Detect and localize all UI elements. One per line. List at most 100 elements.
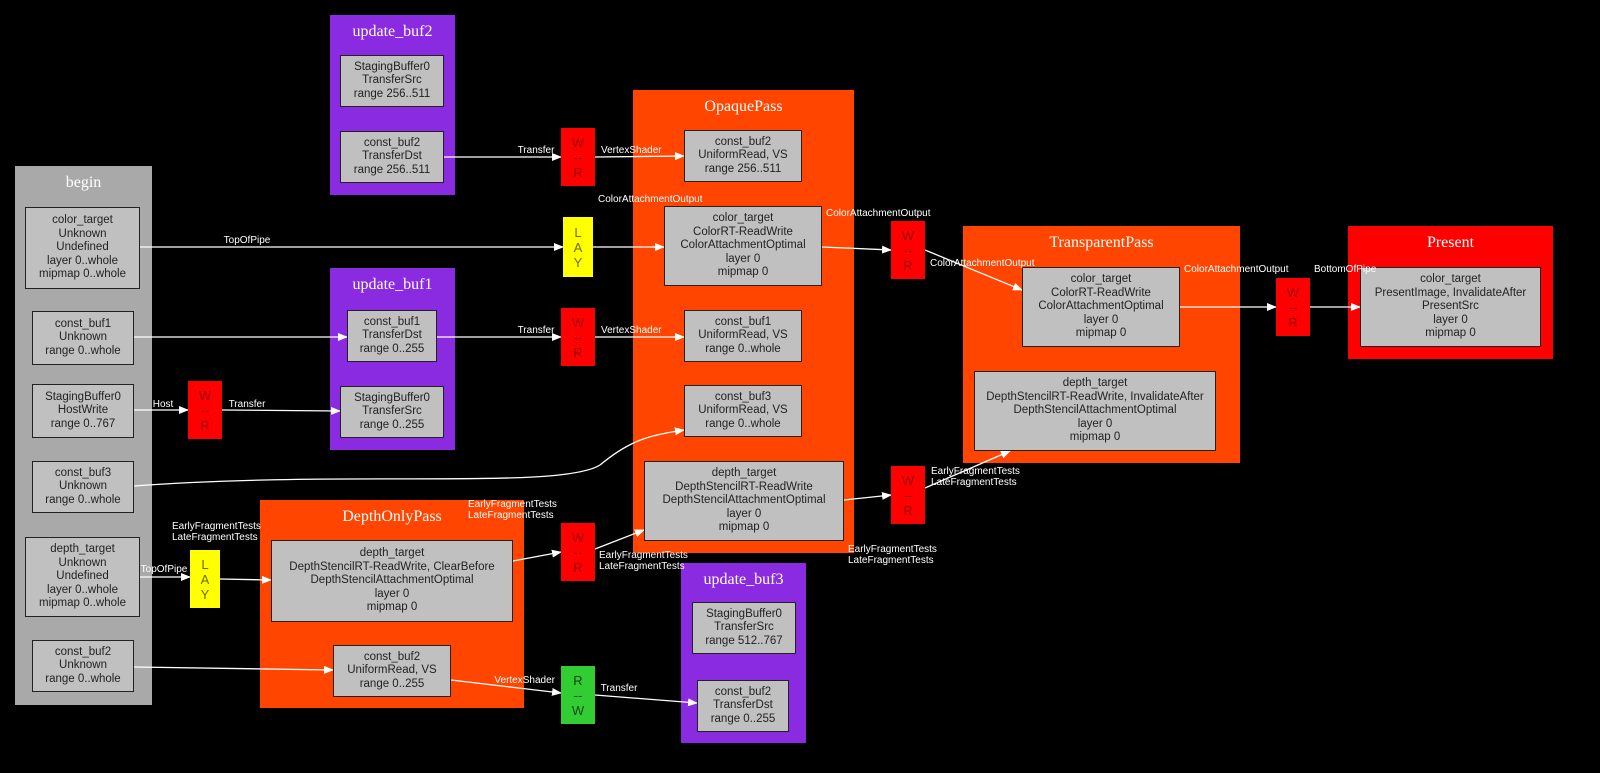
resource-detail: mipmap 0..whole	[39, 597, 126, 610]
barrier-write-read[interactable]: W--R	[561, 128, 595, 186]
resource-name: const_buf3	[54, 466, 112, 479]
barrier-glyph: --	[573, 329, 583, 345]
edge-arrow	[594, 694, 698, 707]
resource-detail: PresentImage, InvalidateAfter	[1374, 286, 1527, 299]
barrier-glyph: W	[901, 227, 915, 243]
barrier-glyph: --	[903, 242, 913, 258]
edge-arrow	[219, 575, 272, 584]
resource-detail: range 0..767	[50, 417, 116, 430]
resource-detail: TransferSrc	[362, 405, 422, 418]
resource-detail: range 0..255	[710, 712, 776, 725]
barrier-glyph: L	[201, 556, 209, 572]
resource-name: const_buf1	[363, 315, 421, 328]
resource-detail: UniformRead, VS	[698, 404, 788, 417]
resource-detail: Unknown	[59, 659, 107, 672]
barrier-write-read[interactable]: W--R	[188, 381, 222, 439]
barrier-read-write[interactable]: R--W	[561, 666, 595, 724]
resource-detail: Undefined	[56, 570, 109, 583]
barrier-glyph: R	[903, 502, 913, 518]
resource-detail: ColorAttachmentOptimal	[1038, 300, 1164, 313]
resource-detail: DepthStencilAttachmentOptimal	[310, 574, 474, 587]
barrier-glyph: W	[901, 472, 915, 488]
barrier-write-read[interactable]: W--R	[1276, 278, 1310, 336]
resource-detail: DepthStencilAttachmentOptimal	[1013, 404, 1177, 417]
resource-detail: Unknown	[58, 556, 107, 569]
resource-detail: ColorRT-ReadWrite	[693, 225, 793, 238]
barrier-glyph: --	[573, 544, 583, 560]
resource-name: const_buf2	[363, 650, 421, 663]
resource-detail: TransferSrc	[714, 621, 774, 634]
resource-name: color_target	[1420, 273, 1481, 286]
resource-detail: DepthStencilAttachmentOptimal	[662, 494, 826, 507]
resource-detail: range 0..255	[359, 418, 425, 431]
barrier-glyph: --	[903, 487, 913, 503]
cluster-title: Present	[1426, 234, 1475, 251]
barrier-glyph: R	[573, 344, 583, 360]
edge-arrow	[221, 406, 341, 415]
barrier-write-read[interactable]: W--R	[561, 308, 595, 366]
barrier-write-read[interactable]: W--R	[891, 466, 925, 524]
resource-detail: range 256..511	[704, 162, 782, 175]
barrier-write-read[interactable]: W--R	[561, 523, 595, 581]
edge-arrow	[843, 491, 892, 501]
resource-detail: ColorRT-ReadWrite	[1051, 286, 1151, 299]
barrier-glyph: W	[571, 134, 585, 150]
resource-detail: TransferDst	[362, 150, 422, 163]
resource-detail: Unknown	[58, 227, 107, 240]
resource-name: const_buf2	[714, 685, 772, 698]
resource-name: const_buf2	[54, 645, 112, 658]
barrier-glyph: W	[571, 529, 585, 545]
resource-detail: layer 0	[1433, 313, 1468, 326]
resource-detail: mipmap 0	[1069, 431, 1121, 444]
resource-detail: range 0..whole	[705, 417, 781, 430]
resource-detail: UniformRead, VS	[698, 329, 788, 342]
edge-arrow	[450, 679, 562, 696]
resource-name: const_buf3	[714, 390, 772, 403]
barrier-write-read[interactable]: W--R	[891, 221, 925, 279]
resource-name: depth_target	[1062, 377, 1128, 390]
barrier-glyph: W	[198, 387, 212, 403]
resource-detail: PresentSrc	[1422, 300, 1479, 313]
barrier-glyph: W	[571, 314, 585, 330]
resource-detail: mipmap 0	[717, 266, 769, 279]
resource-detail: layer 0	[726, 507, 762, 520]
barrier-glyph: --	[573, 687, 583, 703]
resource-detail: range 0..whole	[45, 493, 121, 506]
resource-detail: layer 0	[1077, 417, 1113, 430]
barrier-glyph: A	[573, 239, 583, 255]
resource-detail: Unknown	[59, 331, 107, 344]
resource-name: StagingBuffer0	[706, 607, 782, 620]
barrier-glyph: Y	[200, 586, 210, 602]
resource-detail: layer 0..whole	[47, 254, 118, 267]
barrier-glyph: R	[903, 257, 913, 273]
cluster-title: update_buf2	[352, 23, 433, 40]
barrier-glyph: W	[1286, 284, 1300, 300]
resource-detail: DepthStencilRT-ReadWrite, ClearBefore	[289, 560, 495, 573]
barrier-glyph: W	[571, 702, 585, 718]
